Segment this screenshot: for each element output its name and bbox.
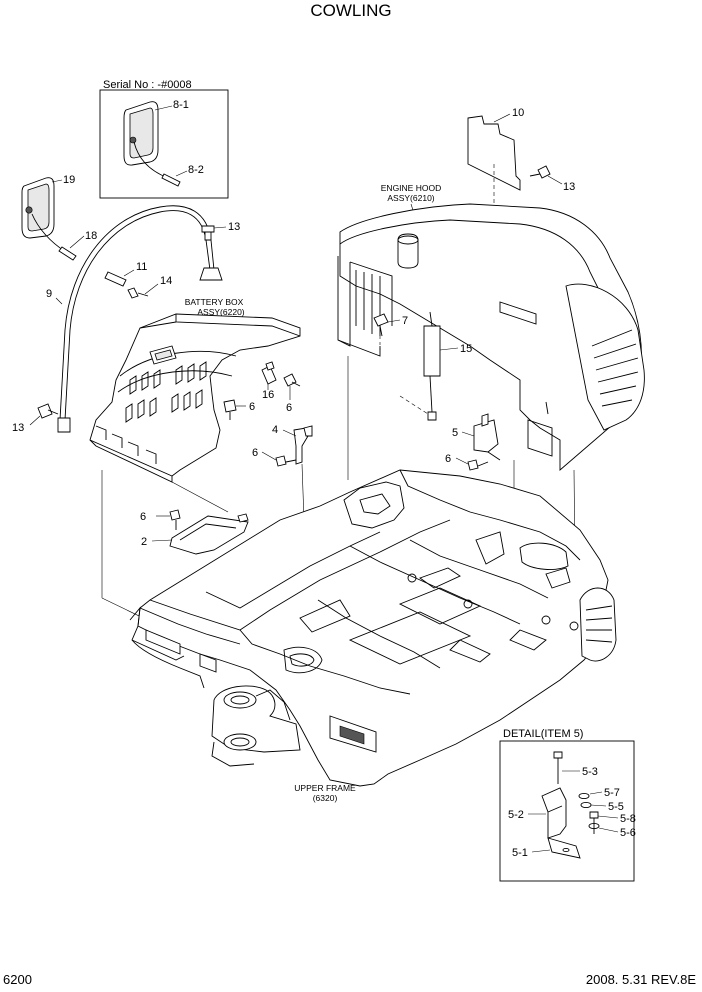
serial-note: Serial No : -#0008 [103, 79, 192, 91]
callout-5-6: 5-6 [620, 827, 636, 839]
upper-frame-drawing [129, 469, 617, 787]
callout-6-right: 6 [445, 453, 451, 465]
revision-date: 2008. 5.31 REV.8E [586, 972, 696, 987]
detail-bracket-drawing [541, 751, 600, 859]
engine-hood-drawing [337, 203, 645, 471]
callout-2: 2 [141, 536, 147, 548]
upper-frame-label-2: (6320) [313, 793, 338, 803]
callout-9: 9 [46, 288, 52, 300]
detail-inset: DETAIL(ITEM 5) 5-3 5-7 5-5 5-2 5-8 5-6 5… [499, 728, 636, 882]
detail-inset-frame [499, 740, 635, 882]
page-title: COWLING [310, 1, 391, 20]
callout-8-1: 8-1 [173, 99, 189, 111]
callout-5-2: 5-2 [508, 809, 524, 821]
bolt-6-left-drawing [275, 455, 297, 467]
page-number: 6200 [3, 972, 32, 987]
battery-box-label-2: ASSY(6220) [197, 307, 244, 317]
handrail-9-drawing [37, 205, 223, 433]
callout-6-mid: 6 [249, 401, 255, 413]
callout-5-8: 5-8 [620, 813, 636, 825]
callout-15: 15 [460, 343, 472, 355]
callout-5-7: 5-7 [604, 787, 620, 799]
callout-8-2: 8-2 [188, 164, 204, 176]
gas-spring-15-drawing [423, 311, 441, 421]
upper-frame-label-1: UPPER FRAME [294, 783, 356, 793]
callout-4: 4 [272, 424, 278, 436]
callout-6-upper: 6 [286, 402, 292, 414]
callout-6-left: 6 [252, 447, 258, 459]
bolt-6-mid-drawing [223, 399, 237, 420]
callout-7: 7 [402, 315, 408, 327]
callout-14: 14 [160, 275, 172, 287]
serial-inset-frame [99, 89, 229, 199]
callout-13-left: 13 [12, 422, 24, 434]
callout-10: 10 [512, 107, 524, 119]
battery-box-drawing [89, 313, 301, 483]
bolt-6-right-drawing [467, 459, 489, 471]
mirror-8-1-drawing [123, 101, 181, 187]
bolt-7-drawing [373, 313, 389, 337]
callout-18: 18 [85, 230, 97, 242]
callout-6-lower: 6 [140, 511, 146, 523]
callout-19: 19 [63, 174, 75, 186]
callout-16: 16 [262, 389, 274, 401]
engine-hood-label-2: ASSY(6210) [387, 193, 434, 203]
callout-13-right: 13 [563, 181, 575, 193]
bolt-6-upper-drawing [283, 373, 301, 387]
callout-5-1: 5-1 [512, 847, 528, 859]
cover-2-drawing [169, 509, 249, 555]
callout-11: 11 [136, 261, 147, 273]
bracket-5-drawing [473, 413, 501, 461]
plate-10-drawing [467, 115, 551, 191]
mirror-19-drawing [21, 177, 77, 261]
spacer-11-drawing [104, 271, 149, 299]
callout-5: 5 [452, 427, 458, 439]
battery-box-label-1: BATTERY BOX [185, 297, 244, 307]
callout-5-3: 5-3 [582, 766, 598, 778]
callout-5-5: 5-5 [608, 801, 624, 813]
bracket-4-drawing [293, 425, 313, 465]
serial-inset: Serial No : -#0008 8-1 8-2 [99, 79, 229, 199]
detail-title: DETAIL(ITEM 5) [503, 728, 583, 740]
bracket-16-drawing [261, 361, 277, 385]
engine-hood-label-1: ENGINE HOOD [381, 183, 441, 193]
callout-13-top: 13 [228, 221, 240, 233]
